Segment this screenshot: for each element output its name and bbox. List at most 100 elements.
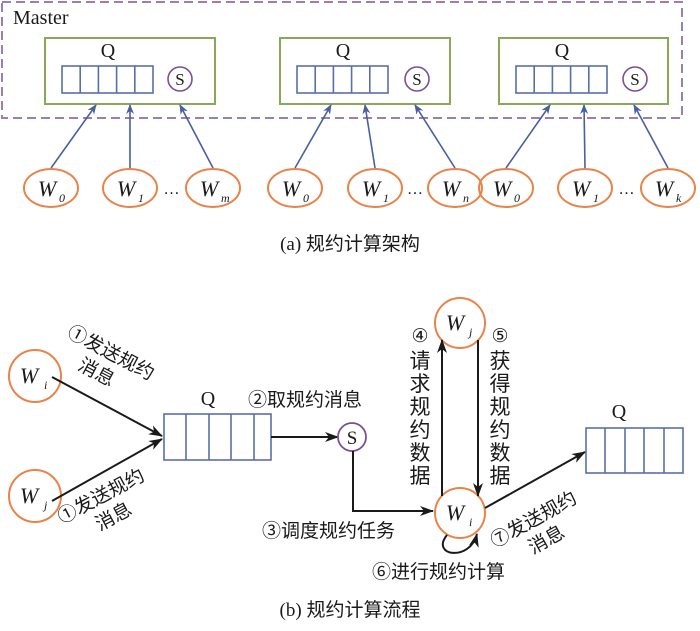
scheduler-node: S	[167, 66, 193, 92]
worker-arrow	[294, 104, 332, 169]
queue	[61, 65, 154, 94]
svg-text:W: W	[200, 176, 220, 201]
svg-text:规: 规	[410, 395, 431, 419]
svg-text:④: ④	[411, 326, 428, 347]
worker-arrow	[633, 104, 669, 169]
step3-label: ③调度规约任务	[262, 520, 395, 542]
svg-text:i: i	[469, 515, 472, 529]
svg-text:约: 约	[490, 418, 511, 442]
arrow-scheduler-to-wi	[352, 451, 434, 516]
self-loop-arrow	[441, 533, 479, 554]
svg-text:约: 约	[410, 418, 431, 442]
master-boundary	[1, 1, 683, 119]
step7-label: ⑦发送规约 消息	[487, 487, 581, 559]
svg-text:n: n	[463, 191, 469, 205]
svg-text:1: 1	[138, 191, 144, 205]
worker-arrow	[414, 104, 456, 169]
svg-text:1: 1	[593, 191, 599, 205]
step1-top-label: ①发送规约 消息	[64, 321, 158, 391]
svg-text:W: W	[442, 176, 462, 201]
caption-a: (a) 规约计算架构	[280, 233, 420, 255]
svg-text:Q: Q	[612, 401, 627, 423]
worker-wj-top: W j	[434, 297, 486, 349]
svg-text:据: 据	[490, 464, 511, 488]
svg-text:0: 0	[303, 191, 309, 205]
svg-text:W: W	[572, 176, 592, 201]
svg-text:获: 获	[490, 349, 511, 373]
flow-section: W i W j ①发送规约 消息 ①发送规约 消息 Q	[8, 297, 684, 621]
svg-text:S: S	[347, 428, 358, 449]
step1-bottom-label: ①发送规约 消息	[54, 464, 148, 535]
svg-text:数: 数	[490, 441, 511, 465]
svg-text:请: 请	[410, 349, 431, 373]
svg-text:W: W	[20, 483, 40, 508]
step2-label: ②取规约消息	[248, 389, 362, 411]
svg-text:S: S	[412, 70, 421, 89]
svg-text:规: 规	[490, 395, 511, 419]
svg-text:k: k	[676, 191, 682, 205]
svg-text:j: j	[467, 325, 473, 339]
svg-text:i: i	[44, 378, 47, 392]
queue	[515, 65, 608, 94]
scheduler-node: S	[337, 422, 367, 452]
worker-arrow	[505, 104, 551, 169]
svg-text:W: W	[38, 176, 58, 201]
svg-text:W: W	[117, 176, 137, 201]
ellipsis: …	[619, 181, 635, 198]
svg-text:W: W	[446, 500, 466, 525]
svg-text:W: W	[20, 363, 40, 388]
svg-text:S: S	[630, 70, 639, 89]
svg-text:j: j	[42, 498, 48, 512]
svg-text:0: 0	[59, 191, 65, 205]
group-box	[498, 37, 669, 105]
queue-label: Q	[555, 40, 570, 62]
svg-text:数: 数	[410, 441, 431, 465]
worker-arrow	[580, 104, 589, 169]
worker-arrow	[50, 104, 97, 169]
arrow-wj-to-queue	[51, 438, 163, 502]
svg-text:得: 得	[490, 372, 511, 396]
svg-text:W: W	[655, 176, 675, 201]
svg-text:W: W	[362, 176, 382, 201]
step6-label: ⑥进行规约计算	[372, 561, 505, 583]
svg-text:据: 据	[410, 464, 431, 488]
svg-text:0: 0	[514, 191, 520, 205]
scheduler-node: S	[404, 66, 430, 92]
svg-text:1: 1	[383, 191, 389, 205]
svg-text:W: W	[493, 176, 513, 201]
arrow-wi-to-queue	[51, 376, 163, 437]
queue-left: Q	[163, 388, 272, 461]
ellipsis: …	[407, 181, 423, 198]
worker-wi-center: W i	[434, 487, 486, 539]
queue-label: Q	[101, 40, 116, 62]
worker-arrow	[179, 104, 214, 169]
svg-text:求: 求	[410, 372, 431, 396]
scheduler-node: S	[622, 66, 648, 92]
worker-wi-left: W i	[8, 349, 62, 403]
svg-text:m: m	[221, 191, 230, 205]
caption-b: (b) 规约计算流程	[280, 599, 421, 621]
group-box	[279, 37, 451, 105]
arrow-wi-to-queue-right	[484, 451, 586, 509]
worker-wj-left: W j	[8, 469, 62, 523]
svg-text:W: W	[446, 310, 466, 335]
queue	[296, 65, 389, 94]
svg-text:W: W	[282, 176, 302, 201]
svg-text:Q: Q	[201, 388, 216, 410]
